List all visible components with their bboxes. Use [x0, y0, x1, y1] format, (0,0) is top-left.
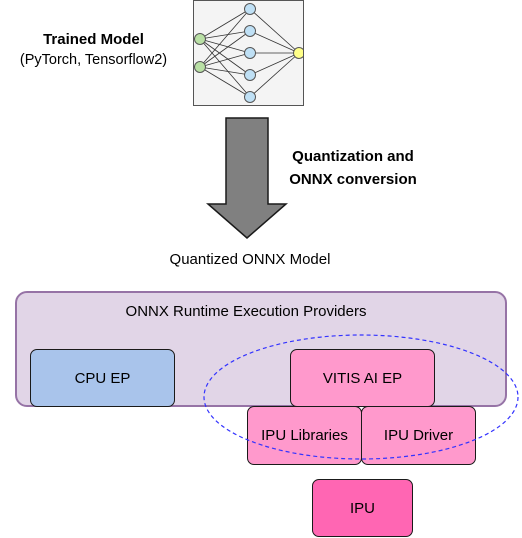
- neural-network-edges: [199, 8, 300, 98]
- nn-hidden-node: [244, 25, 256, 37]
- nn-hidden-node: [244, 47, 256, 59]
- neural-network-nodes: [194, 3, 305, 103]
- conversion-label-line1: Quantization and: [292, 148, 414, 165]
- conversion-label: Quantization and ONNX conversion: [268, 145, 438, 191]
- nn-input-node: [194, 61, 206, 73]
- nn-input-node: [194, 33, 206, 45]
- nn-hidden-node: [244, 91, 256, 103]
- conversion-arrow-icon: [205, 117, 289, 239]
- trained-model-title: Trained Model: [43, 31, 144, 48]
- cpu-ep-box: CPU EP: [30, 349, 175, 407]
- neural-network-graph: [194, 3, 305, 103]
- ipu-libraries-box: IPU Libraries: [247, 406, 362, 465]
- onnx-runtime-label: ONNX Runtime Execution Providers: [125, 303, 367, 320]
- trained-model-subtitle: (PyTorch, Tensorflow2): [19, 52, 168, 68]
- vitis-ai-ep-box: VITIS AI EP: [290, 349, 435, 407]
- conversion-label-line2: ONNX conversion: [289, 171, 417, 188]
- ipu-driver-box: IPU Driver: [361, 406, 476, 465]
- nn-output-node: [293, 47, 305, 59]
- nn-hidden-node: [244, 3, 256, 15]
- ipu-box: IPU: [312, 479, 413, 537]
- neural-network-icon: [193, 0, 305, 106]
- quantized-onnx-model-label: Quantized ONNX Model: [169, 251, 331, 268]
- nn-hidden-node: [244, 69, 256, 81]
